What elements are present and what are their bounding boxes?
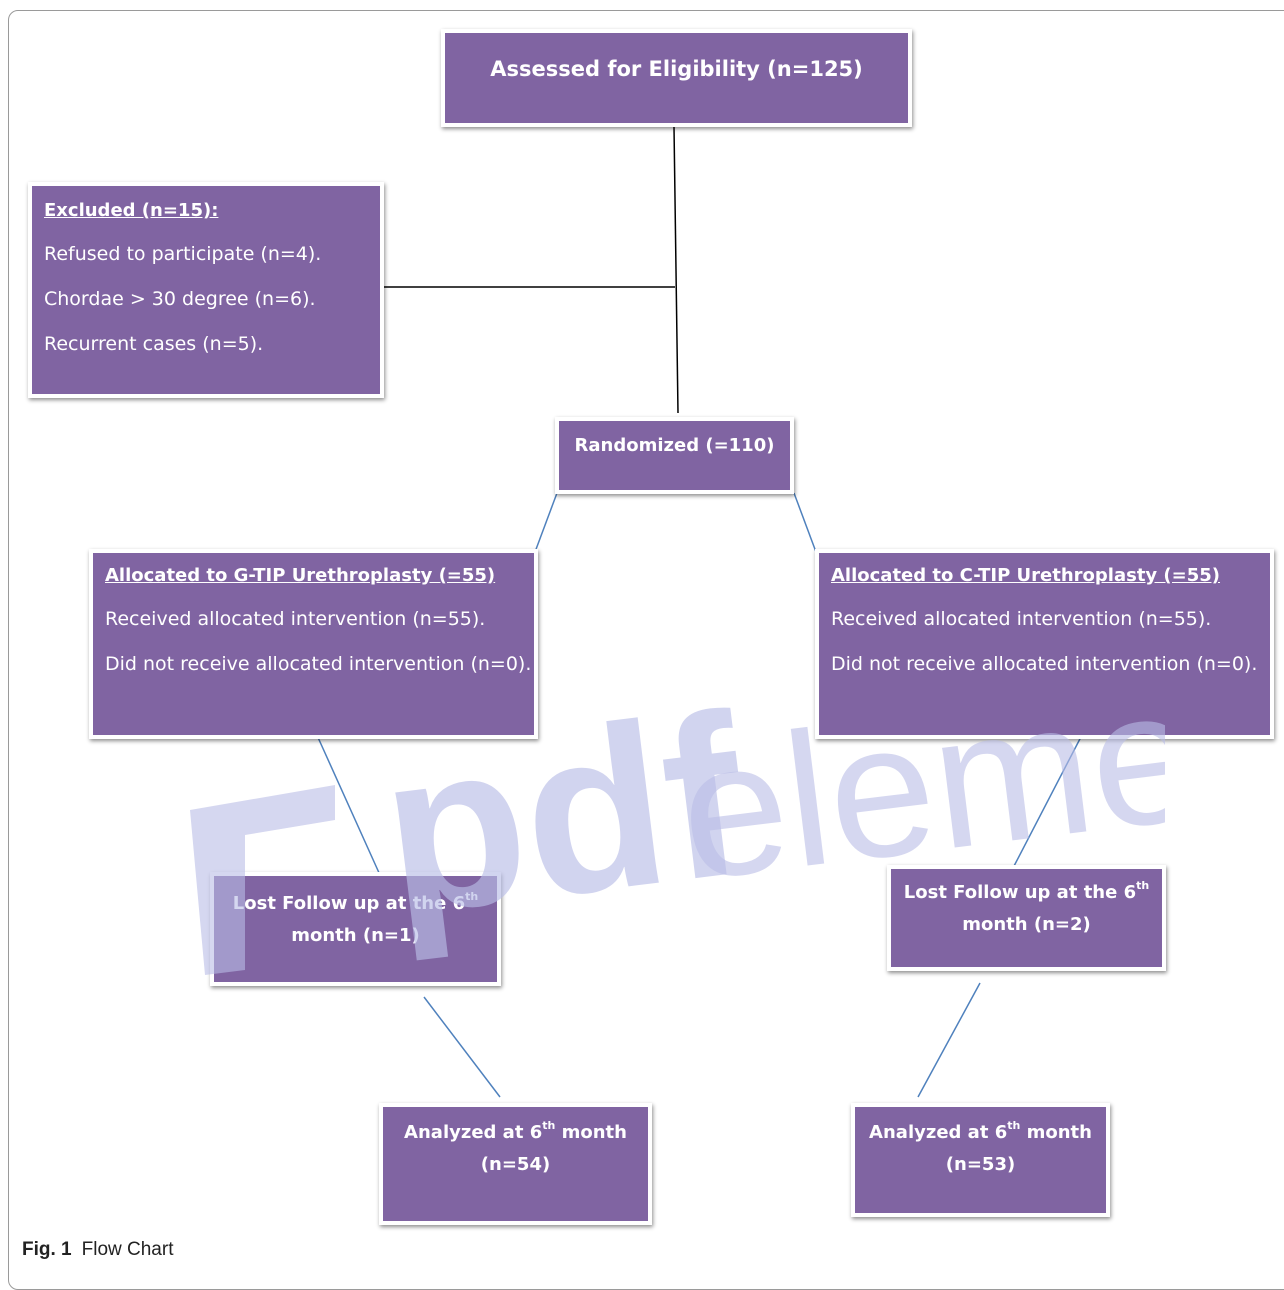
- analyzed-right-text: Analyzed at 6: [869, 1122, 1008, 1143]
- edge-randomized-ctip: [793, 492, 817, 553]
- edge-assessed-randomized: [673, 126, 679, 414]
- node-excluded: Excluded (n=15): Refused to participate …: [28, 182, 384, 398]
- ctip-item: Did not receive allocated intervention (…: [831, 653, 1258, 675]
- gtip-item: Did not receive allocated intervention (…: [105, 653, 532, 675]
- ctip-heading: Allocated to C-TIP Urethroplasty (=55): [831, 565, 1221, 586]
- analyzed-right-line2: (n=53): [945, 1154, 1016, 1175]
- analyzed-left-line2: (n=54): [480, 1154, 551, 1175]
- edge-randomized-gtip: [534, 492, 558, 553]
- lost-left-sup: th: [465, 890, 479, 903]
- excluded-item: Refused to participate (n=4).: [44, 243, 322, 265]
- analyzed-right-text-post: month: [1020, 1122, 1092, 1143]
- figure-caption: Fig. 1 Flow Chart: [22, 1239, 173, 1261]
- analyzed-left-line1: Analyzed at 6th month: [383, 1117, 648, 1149]
- lost-left-line2: month (n=1): [291, 925, 420, 946]
- node-randomized: Randomized (=110): [555, 417, 794, 494]
- node-assessed-label: Assessed for Eligibility (n=125): [490, 57, 863, 81]
- node-assessed-eligibility: Assessed for Eligibility (n=125): [441, 29, 912, 127]
- analyzed-right-sup: th: [1007, 1119, 1021, 1132]
- node-randomized-label: Randomized (=110): [574, 435, 775, 456]
- analyzed-right-line1: Analyzed at 6th month: [855, 1117, 1106, 1149]
- analyzed-left-text: Analyzed at 6: [404, 1122, 543, 1143]
- lost-left-line1: Lost Follow up at the 6th: [214, 888, 497, 920]
- lost-right-line1: Lost Follow up at the 6th: [891, 877, 1162, 909]
- analyzed-left-sup: th: [542, 1119, 556, 1132]
- analyzed-left-text-post: month: [555, 1122, 627, 1143]
- gtip-item: Received allocated intervention (n=55).: [105, 608, 486, 630]
- figure-caption-text: Flow Chart: [81, 1239, 174, 1260]
- edge-gtip-lost-left: [315, 732, 381, 876]
- excluded-item: Recurrent cases (n=5).: [44, 333, 264, 355]
- node-allocated-gtip: Allocated to G-TIP Urethroplasty (=55) R…: [89, 549, 538, 739]
- excluded-heading: Excluded (n=15):: [44, 200, 219, 221]
- lost-left-text: Lost Follow up at the 6: [232, 893, 466, 914]
- node-lost-followup-gtip: Lost Follow up at the 6th month (n=1): [210, 872, 501, 986]
- ctip-item: Received allocated intervention (n=55).: [831, 608, 1212, 630]
- lost-right-sup: th: [1136, 879, 1150, 892]
- node-analyzed-ctip: Analyzed at 6th month (n=53): [851, 1103, 1110, 1217]
- node-lost-followup-ctip: Lost Follow up at the 6th month (n=2): [887, 865, 1166, 971]
- lost-right-text: Lost Follow up at the 6: [903, 882, 1137, 903]
- figure-caption-label: Fig. 1: [22, 1239, 72, 1260]
- excluded-item: Chordae > 30 degree (n=6).: [44, 288, 316, 310]
- edge-lost-left-analyzed-left: [423, 996, 501, 1098]
- gtip-heading: Allocated to G-TIP Urethroplasty (=55): [105, 565, 496, 586]
- edge-lost-right-analyzed-right: [917, 982, 981, 1098]
- lost-right-line2: month (n=2): [962, 914, 1091, 935]
- node-allocated-ctip: Allocated to C-TIP Urethroplasty (=55) R…: [815, 549, 1274, 739]
- node-analyzed-gtip: Analyzed at 6th month (n=54): [379, 1103, 652, 1225]
- edge-ctip-lost-right: [1012, 732, 1084, 869]
